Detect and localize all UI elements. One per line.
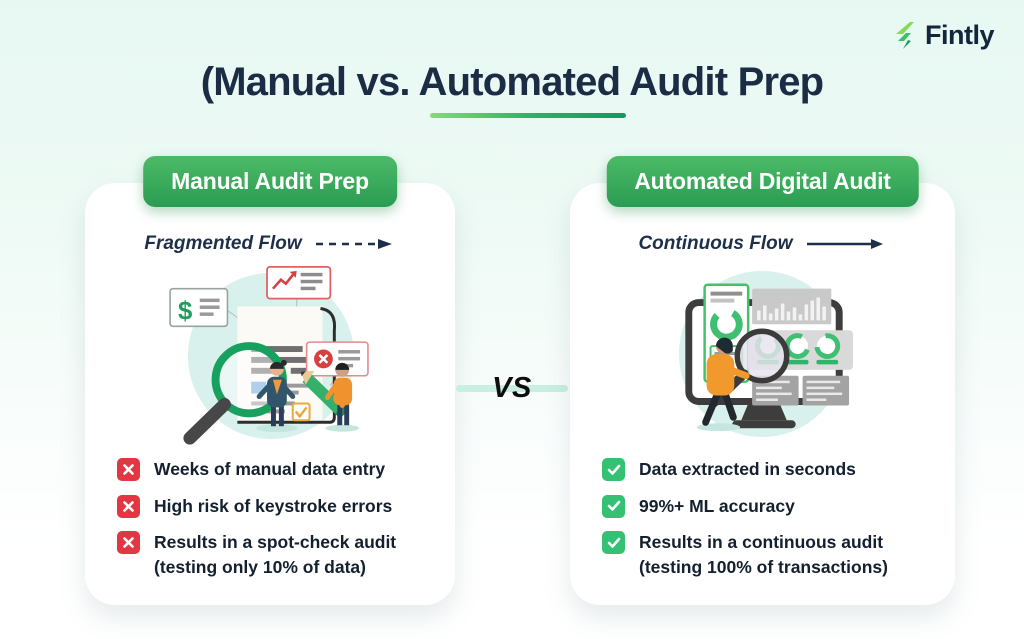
bullet-text: Weeks of manual data entry <box>154 459 386 479</box>
bullet-text: 99%+ ML accuracy <box>639 495 795 516</box>
cross-icon <box>117 531 140 554</box>
bar-chart-panel <box>751 288 831 325</box>
dollar-callout-card: $ <box>169 287 229 328</box>
manual-bullets: Weeks of manual data entry High risk of … <box>85 447 455 579</box>
donut-chart-icon <box>709 307 743 341</box>
list-item: Results in a spot-check audit (testing o… <box>117 530 423 579</box>
dollar-icon: $ <box>178 297 192 325</box>
person-with-pencil-illustration <box>324 362 360 432</box>
vs-label: VS <box>492 372 532 404</box>
automated-bullets: Data extracted in seconds 99%+ ML accura… <box>570 447 955 579</box>
list-item: Data extracted in seconds <box>602 457 923 482</box>
check-icon <box>602 531 625 554</box>
bullet-text: Results in a continuous audit <box>639 532 884 552</box>
list-item: 99%+ ML accuracy <box>602 494 923 519</box>
bullet-text: Results in a spot-check audit <box>154 532 397 552</box>
error-callout-card <box>305 341 369 377</box>
audit-dashboard-monitor-illustration <box>678 270 853 438</box>
page-title: (Manual vs. Automated Audit Prep <box>200 60 824 104</box>
list-item: Results in a continuous audit (testing 1… <box>602 530 923 579</box>
fragmented-flow-label: Fragmented Flow <box>144 233 302 254</box>
manual-card-badge: Manual Audit Prep <box>143 156 397 207</box>
bullet-text: Data extracted in seconds <box>639 459 856 479</box>
vs-divider: VS <box>450 360 574 416</box>
fragmented-flow-row: Fragmented Flow <box>85 183 455 255</box>
trend-callout-card <box>266 266 332 300</box>
cross-icon <box>117 494 140 518</box>
list-item: Weeks of manual data entry <box>117 457 423 482</box>
automated-audit-card: Automated Digital Audit Continuous Flow <box>570 156 955 605</box>
check-icon <box>602 494 625 518</box>
fintly-logo: Fintly <box>892 20 995 51</box>
title-underline <box>430 113 626 118</box>
dashed-arrow-icon <box>315 239 392 249</box>
magnifier-over-paper-documents-illustration: $ <box>169 266 369 445</box>
automated-card-badge: Automated Digital Audit <box>606 156 919 207</box>
bullet-subtext: (testing 100% of transactions) <box>639 556 888 577</box>
check-icon <box>602 458 625 481</box>
vs-line <box>456 385 568 392</box>
automated-illustration-wrap <box>570 259 955 447</box>
continuous-flow-row: Continuous Flow <box>570 183 955 255</box>
form-field-blue <box>251 381 267 394</box>
manual-audit-card: Manual Audit Prep Fragmented Flow <box>85 156 455 605</box>
list-item: High risk of keystroke errors <box>117 494 423 519</box>
logo-wordmark: Fintly <box>925 20 995 50</box>
person-reviewer-illustration <box>256 359 298 433</box>
cross-icon <box>117 458 140 481</box>
continuous-flow-label: Continuous Flow <box>638 233 793 254</box>
bullet-subtext: (testing only 10% of data) <box>154 556 366 577</box>
person-analyst-illustration <box>696 337 750 432</box>
red-trend-arrow-icon <box>272 273 295 290</box>
bullet-text: High risk of keystroke errors <box>154 495 393 516</box>
solid-arrow-icon <box>806 239 883 249</box>
fintly-flash-icon <box>896 21 914 49</box>
manual-illustration-wrap: $ <box>85 259 455 447</box>
